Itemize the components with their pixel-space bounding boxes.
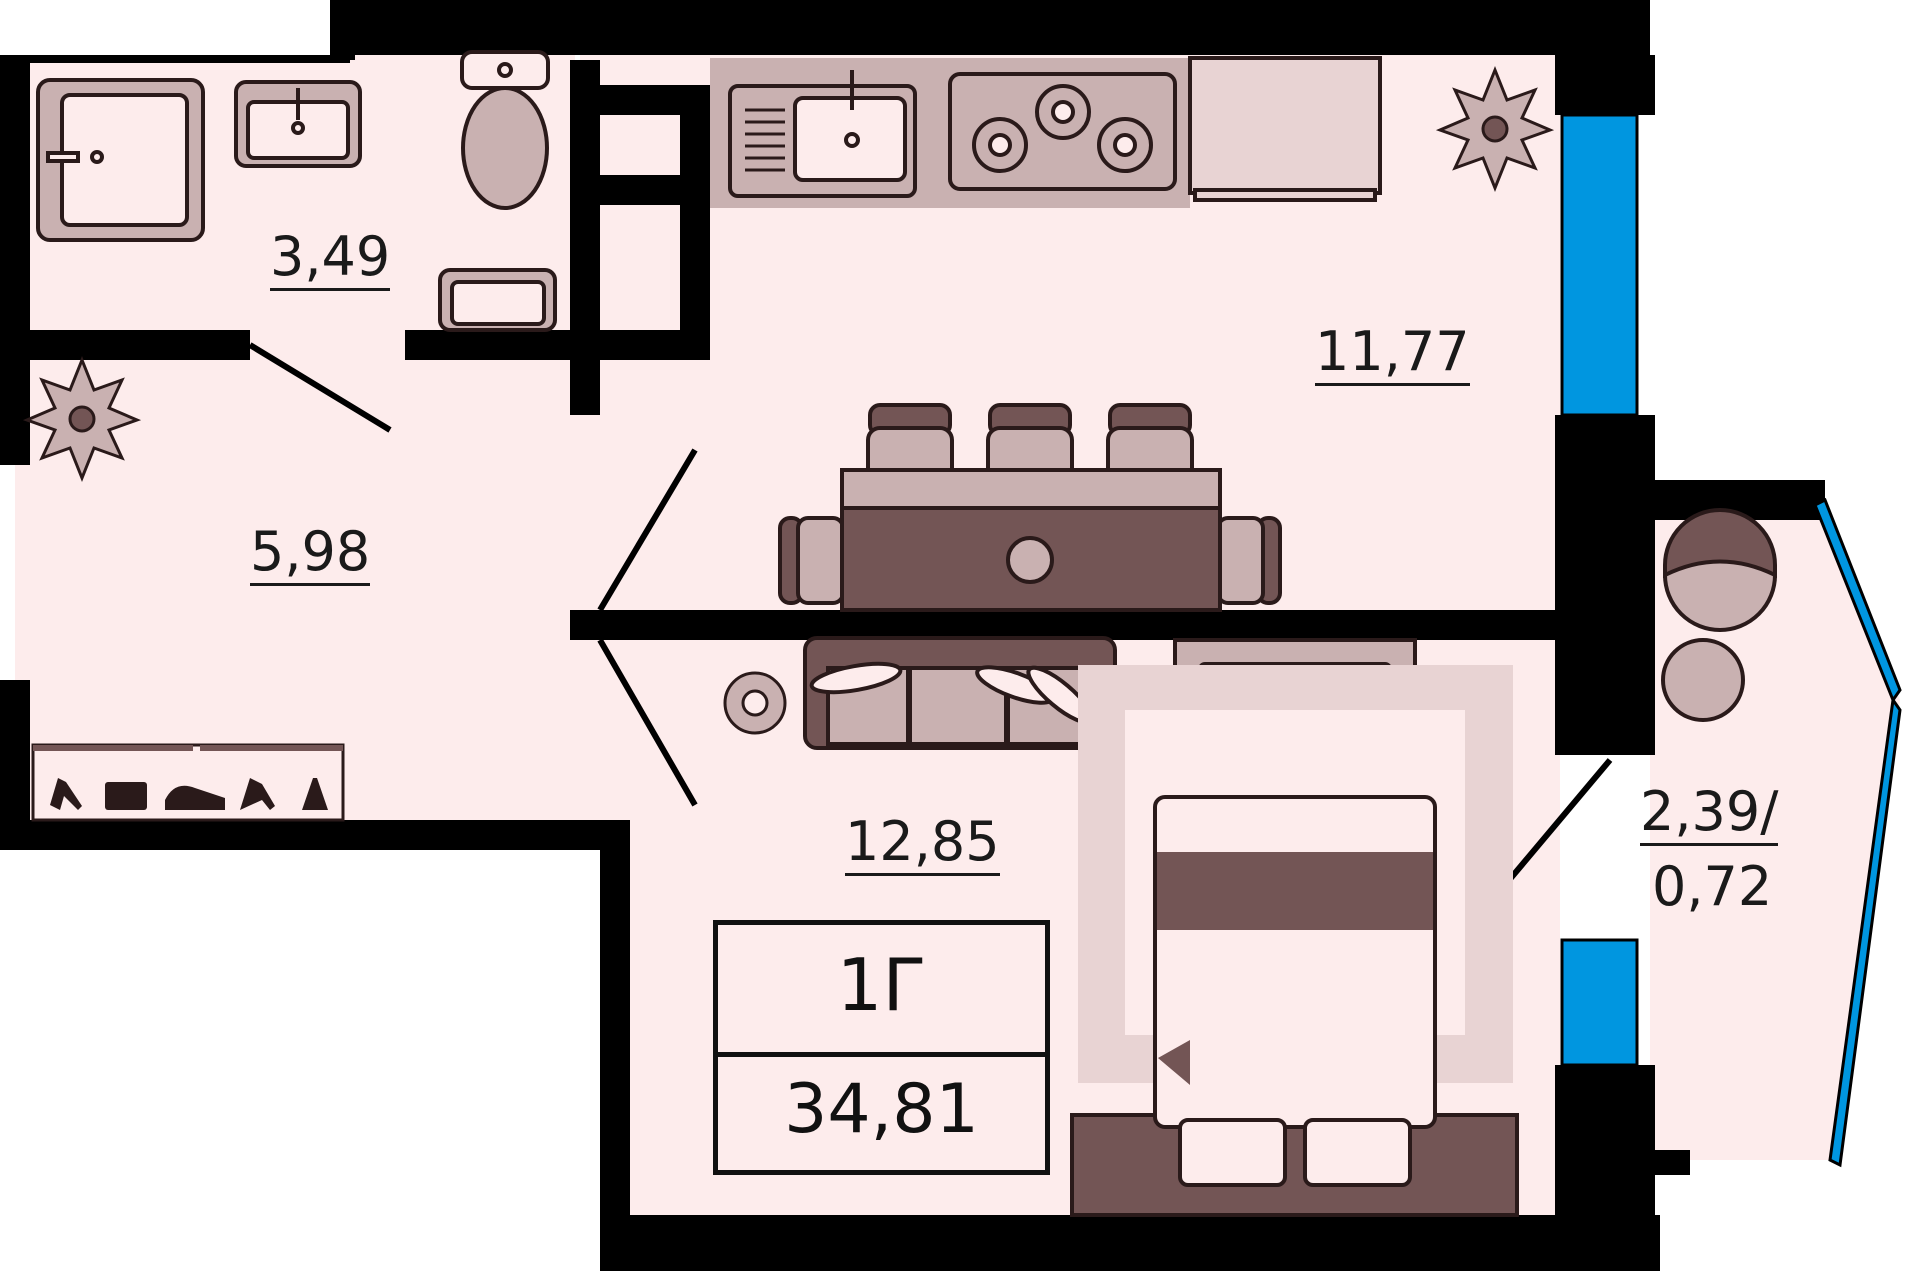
plant-icon (22, 65, 1555, 483)
bed (1070, 665, 1519, 1217)
door-swings (248, 342, 1613, 887)
dining-table (778, 403, 1282, 612)
balcony-furniture (1661, 508, 1777, 722)
balcony-window-lower (1828, 696, 1902, 1168)
walls (0, 0, 1825, 1271)
sofa (803, 636, 1117, 750)
living-area-label: 12,85 (845, 815, 1000, 876)
toilet-icon (461, 86, 549, 210)
kitchen-area-label: 11,77 (1315, 325, 1470, 386)
windows (1560, 113, 1902, 1168)
kitchen-fixtures (710, 56, 1382, 208)
balcony-window-upper (1813, 497, 1902, 704)
balcony-area-label: 2,39/ (1640, 785, 1779, 846)
bathroom-fixtures (36, 50, 557, 332)
balcony-area-label-secondary: 0,72 (1652, 855, 1773, 918)
kitchen-window (1560, 113, 1639, 417)
apartment-box-divider (718, 1052, 1045, 1057)
apartment-type: 1Г (836, 943, 927, 1027)
hall-area-label: 5,98 (250, 525, 371, 586)
apartment-info-box: 1Г 34,81 (713, 920, 1050, 1175)
shoe-shelf (31, 743, 345, 822)
apartment-total-area: 34,81 (784, 1070, 979, 1149)
living-window (1560, 938, 1639, 1067)
bathroom-area-label: 3,49 (270, 230, 391, 291)
fridge (1188, 56, 1382, 195)
